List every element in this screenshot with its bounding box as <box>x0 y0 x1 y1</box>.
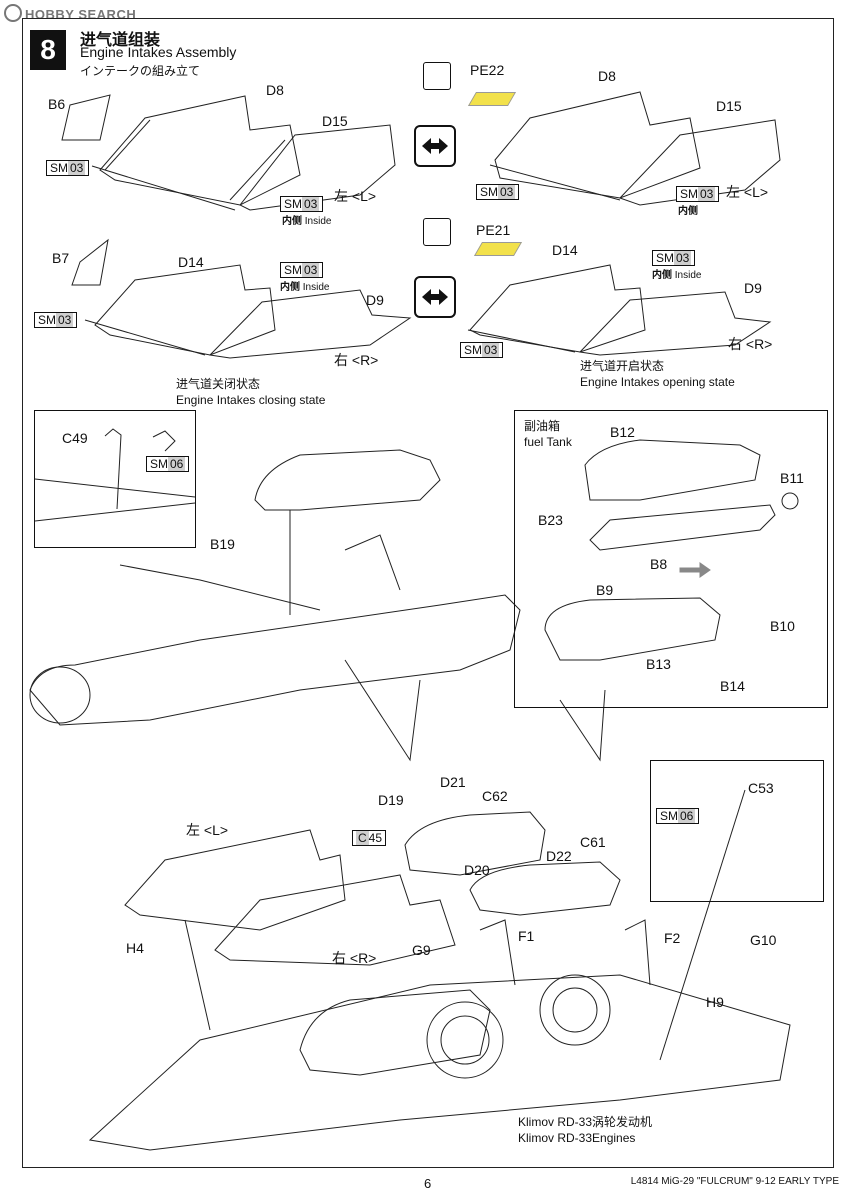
part-label: B13 <box>646 656 671 672</box>
c49-detail-drawing <box>34 428 196 522</box>
part-label: C61 <box>580 834 606 850</box>
fuselage-mid-drawing <box>29 449 606 762</box>
engine-bay-drawing <box>88 789 791 1151</box>
part-label: D14 <box>178 254 204 270</box>
page-number: 6 <box>424 1176 432 1191</box>
part-label: D20 <box>464 862 490 878</box>
part-label: F1 <box>518 928 535 944</box>
part-label: D9 <box>366 292 384 308</box>
step-title-cn: 进气道组装 <box>80 32 161 49</box>
part-label: D15 <box>716 98 742 114</box>
part-label: G9 <box>412 942 431 958</box>
intake-right-open-drawing <box>467 264 772 356</box>
double-arrow-icon <box>422 138 448 154</box>
part-label: B7 <box>52 250 70 266</box>
part-label: D21 <box>440 774 466 790</box>
page-frame <box>22 18 834 1168</box>
part-label: C49 <box>62 430 88 446</box>
side-label: 左 <L> <box>334 188 377 204</box>
intake-right-closed-drawing <box>71 238 412 359</box>
part-label: H4 <box>126 940 144 956</box>
step-number: 8 <box>30 30 66 70</box>
side-label: 右 <R> <box>728 336 773 352</box>
part-label: B9 <box>596 582 614 598</box>
part-label: C62 <box>482 788 508 804</box>
step-title-jp: インテークの組み立て <box>80 64 201 78</box>
part-label: B14 <box>720 678 745 694</box>
watermark-logo-icon <box>4 4 22 22</box>
part-label: D15 <box>322 113 348 129</box>
double-arrow-icon <box>422 289 448 305</box>
part-label: H9 <box>706 994 724 1010</box>
step-title-en: Engine Intakes Assembly <box>80 44 237 60</box>
side-label: 右 <R> <box>332 950 377 966</box>
part-label: D22 <box>546 848 572 864</box>
pe-label: PE22 <box>470 62 505 78</box>
alternative-arrows-icon <box>414 125 456 167</box>
product-code: L4814 MiG-29 "FULCRUM" 9-12 EARLY TYPE <box>630 1176 839 1187</box>
gauge-icon <box>423 218 451 246</box>
part-label: C53 <box>748 780 774 796</box>
detail-inset-c49 <box>34 410 196 548</box>
side-label: 左 <L> <box>726 184 769 200</box>
side-label: 左 <L> <box>186 822 229 838</box>
part-label: B6 <box>48 96 66 112</box>
part-label: D8 <box>266 82 284 98</box>
part-label: B10 <box>770 618 795 634</box>
part-label: B12 <box>610 424 635 440</box>
gauge-icon <box>423 62 451 90</box>
inside-note: 内侧 Inside <box>282 216 332 227</box>
part-label: D14 <box>552 242 578 258</box>
part-label: D8 <box>598 68 616 84</box>
intake-left-closed-drawing <box>61 94 396 211</box>
inside-note: 内侧 Inside <box>652 270 702 281</box>
part-label: B19 <box>210 536 235 552</box>
inside-note: 内侧 Inside <box>280 282 330 293</box>
part-label: B23 <box>538 512 563 528</box>
pe-part-swatch <box>467 92 517 106</box>
part-label: B8 <box>650 556 668 572</box>
alternative-arrows-icon <box>414 276 456 318</box>
part-label: F2 <box>664 930 681 946</box>
fuel-tank-inset <box>514 410 828 708</box>
part-label: B11 <box>780 470 804 486</box>
part-label: G10 <box>750 932 777 948</box>
detail-inset-c53 <box>650 760 824 902</box>
pe-part-swatch <box>473 242 523 256</box>
inside-note: 内侧 <box>678 206 698 217</box>
intake-left-open-drawing <box>489 91 781 206</box>
part-label: D19 <box>378 792 404 808</box>
pe-label: PE21 <box>476 222 511 238</box>
side-label: 右 <R> <box>334 352 379 368</box>
part-label: D9 <box>744 280 762 296</box>
fuel-tank-drawing <box>544 439 799 661</box>
